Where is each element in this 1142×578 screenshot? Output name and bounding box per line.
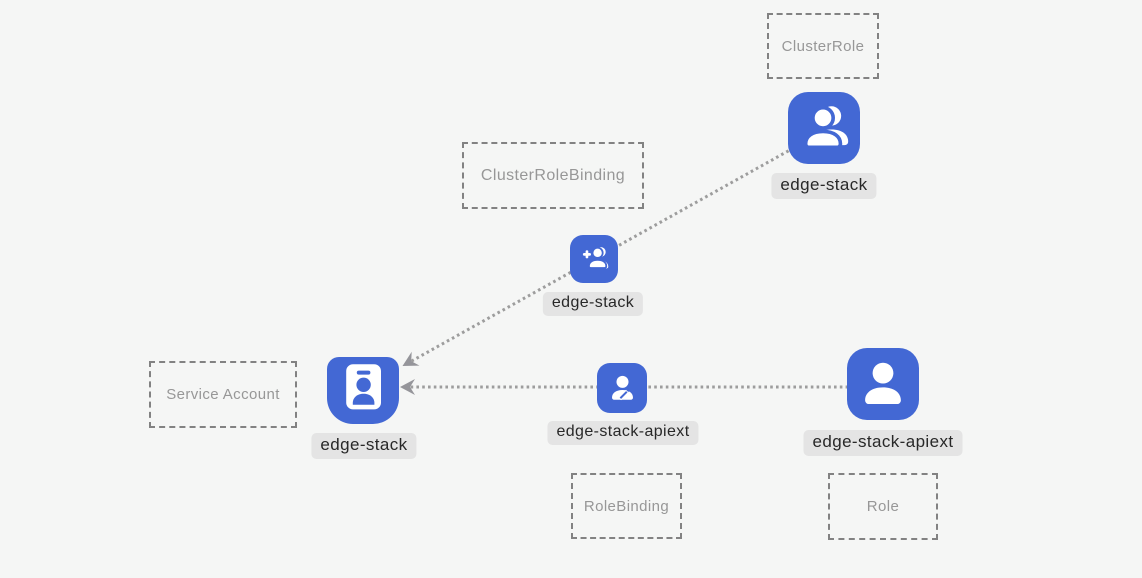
user-icon	[865, 362, 901, 405]
node-role-subject	[847, 348, 919, 420]
type-box-cluster-role-label: ClusterRole	[781, 37, 865, 55]
type-box-service-account: Service Account	[149, 361, 297, 428]
node-label-cluster-role-binding: edge-stack	[542, 292, 644, 316]
node-label-service-account: edge-stack	[311, 433, 417, 459]
node-label-role-binding: edge-stack-apiext	[547, 421, 699, 445]
type-box-cluster-role-binding: ClusterRoleBinding	[462, 142, 644, 209]
type-box-role-label: Role	[866, 498, 900, 515]
users-icon	[803, 105, 849, 150]
type-box-cluster-role-binding-label: ClusterRoleBinding	[480, 166, 626, 184]
arrowhead-horizontal	[400, 379, 415, 395]
id-badge-icon	[346, 364, 381, 410]
type-box-role: Role	[828, 473, 938, 540]
node-cluster-role-binding	[570, 235, 618, 283]
user-edit-icon	[611, 375, 633, 400]
type-box-service-account-label: Service Account	[166, 386, 280, 403]
user-plus-icon	[582, 246, 609, 269]
node-service-account	[327, 357, 399, 424]
arrowhead-diagonal	[402, 351, 420, 366]
node-cluster-role-subject	[788, 92, 860, 164]
node-role-binding	[597, 363, 647, 413]
type-box-role-binding-label: RoleBinding	[583, 497, 670, 515]
type-box-cluster-role: ClusterRole	[767, 13, 879, 79]
node-label-cluster-role-subject: edge-stack	[771, 173, 877, 199]
edge-clusterrole-to-serviceaccount	[408, 129, 825, 364]
type-box-role-binding: RoleBinding	[571, 473, 682, 539]
node-label-role-subject: edge-stack-apiext	[803, 430, 963, 456]
